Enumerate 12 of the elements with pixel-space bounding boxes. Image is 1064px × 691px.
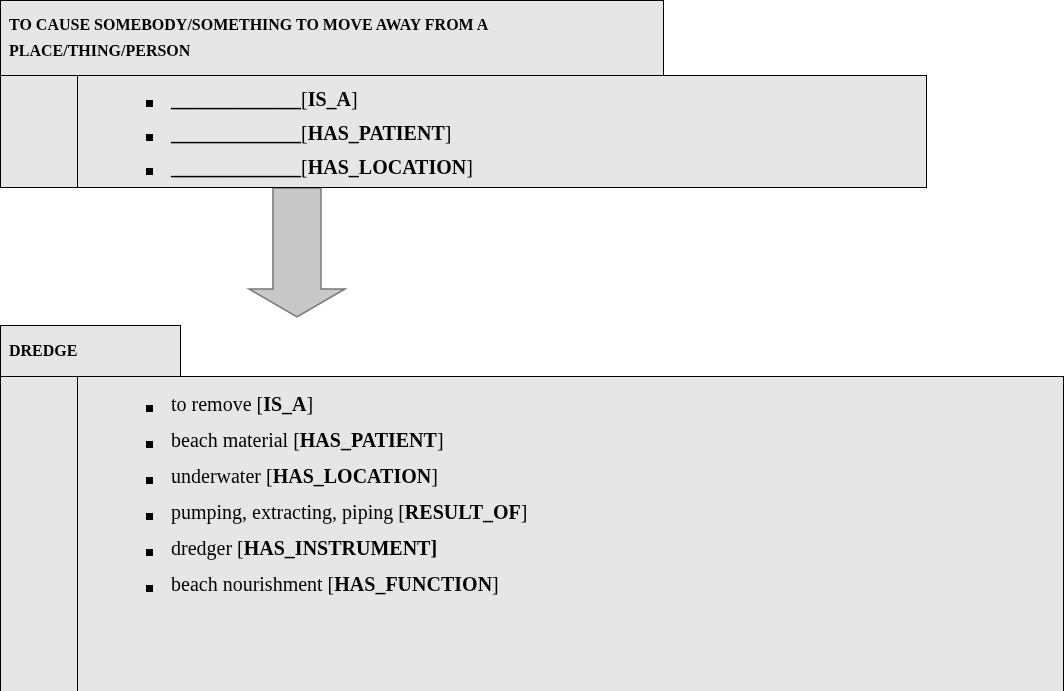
list-item: _____________[IS_A] bbox=[171, 88, 358, 111]
list-item: beach material [HAS_PATIENT] bbox=[171, 429, 444, 452]
list-item: dredger [HAS_INSTRUMENT] bbox=[171, 537, 438, 560]
heading-tab: TO CAUSE SOMEBODY/SOMETHING TO MOVE AWAY FROM A PLACE/THING/PERSON bbox=[0, 0, 664, 76]
list-item: _____________[HAS_PATIENT] bbox=[171, 122, 452, 145]
list-item: to remove [IS_A] bbox=[171, 393, 314, 416]
list-item: underwater [HAS_LOCATION] bbox=[171, 465, 438, 488]
list-item: beach nourishment [HAS_FUNCTION] bbox=[171, 573, 499, 596]
block-arrow bbox=[246, 187, 348, 318]
heading-tab: DREDGE bbox=[0, 325, 181, 377]
list-item: pumping, extracting, piping [RESULT_OF] bbox=[171, 501, 528, 524]
list-item: _____________[HAS_LOCATION] bbox=[171, 156, 473, 179]
